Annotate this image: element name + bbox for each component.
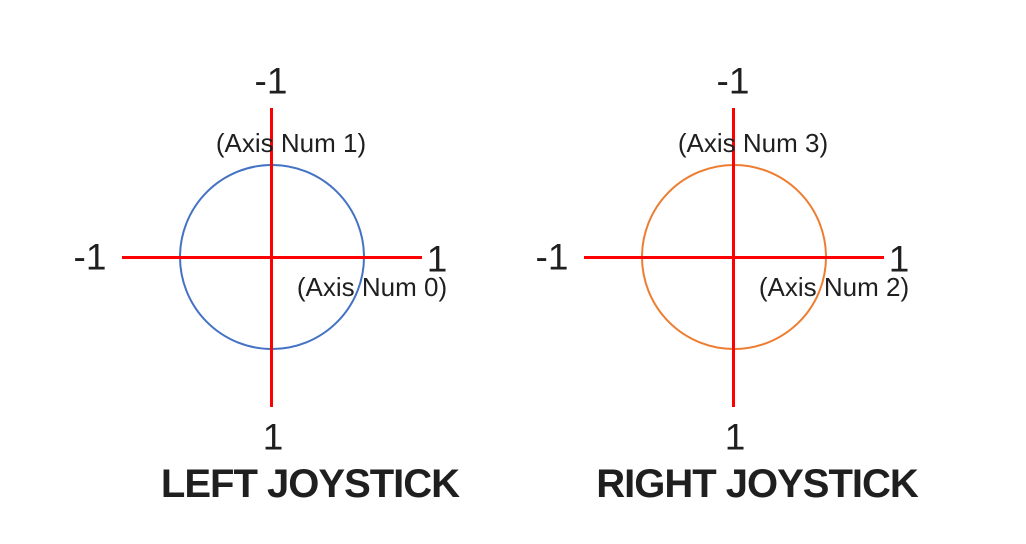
right-vertical-axis-label: (Axis Num 3) [677, 128, 829, 158]
left-vertical-axis-top-value: -1 [254, 60, 288, 102]
right-joystick-diagram: -1 (Axis Num 3) -1 1 (Axis Num 2) 1 RIGH… [462, 0, 982, 544]
left-horizontal-axis-left-value: -1 [73, 236, 107, 278]
right-horizontal-axis-line [584, 256, 884, 259]
right-joystick-title: RIGHT JOYSTICK [596, 462, 919, 506]
left-vertical-axis-label: (Axis Num 1) [215, 128, 367, 158]
right-horizontal-axis-right-value: 1 [888, 238, 910, 280]
right-horizontal-axis-label: (Axis Num 2) [758, 272, 910, 302]
left-horizontal-axis-label: (Axis Num 0) [296, 272, 448, 302]
left-horizontal-axis-line [122, 256, 422, 259]
left-joystick-title: LEFT JOYSTICK [160, 462, 460, 506]
left-horizontal-axis-right-value: 1 [426, 238, 448, 280]
right-vertical-axis-bottom-value: 1 [724, 416, 746, 458]
right-vertical-axis-top-value: -1 [716, 60, 750, 102]
left-vertical-axis-bottom-value: 1 [262, 416, 284, 458]
right-horizontal-axis-left-value: -1 [535, 236, 569, 278]
left-joystick-diagram: -1 (Axis Num 1) -1 1 (Axis Num 0) 1 LEFT… [73, 60, 461, 506]
